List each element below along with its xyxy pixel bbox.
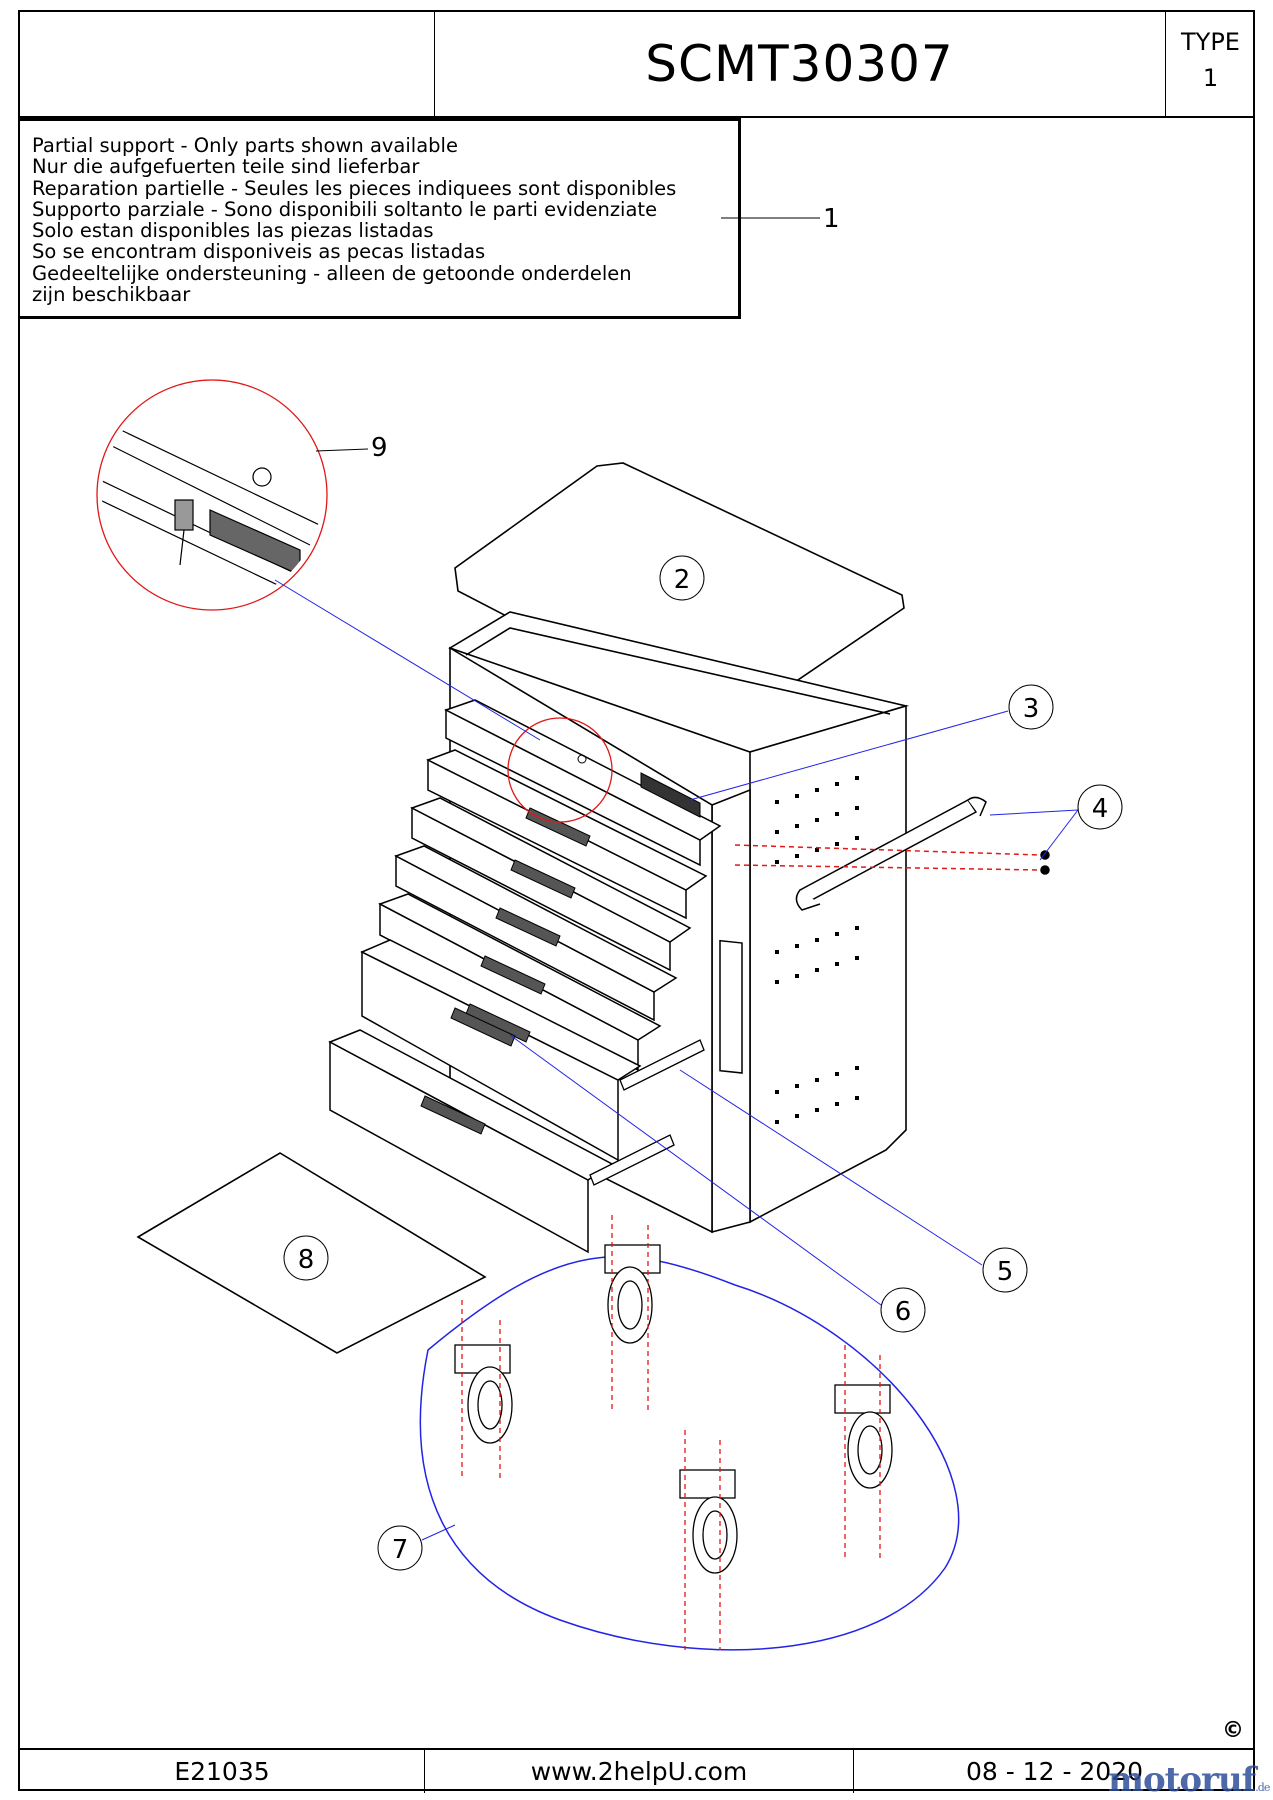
callout-4-label: 4: [1092, 794, 1109, 824]
callout-7-label: 7: [392, 1535, 409, 1565]
drawer-stack: [328, 699, 722, 1254]
side-panel-perforations: [775, 776, 859, 1124]
model-title: SCMT30307: [434, 12, 1166, 116]
partial-support-notice: Partial support - Only parts shown avail…: [20, 118, 741, 319]
type-cell: TYPE 1: [1166, 12, 1255, 116]
notice-line: Gedeeltelijke ondersteuning - alleen de …: [32, 261, 632, 285]
copyright-icon: ©: [1222, 1718, 1244, 1743]
part-3-logo-badge: [640, 772, 743, 1074]
callout-9-label: 9: [371, 433, 388, 463]
leader-lines: [274, 217, 1079, 1541]
drawer-1: [444, 699, 722, 867]
footer-date: 08 - 12 - 2020: [965, 1757, 1144, 1786]
callout-5: 5: [982, 1247, 1028, 1293]
footer-website-link[interactable]: www.2helpU.com: [425, 1750, 854, 1793]
part-4-side-handle: [734, 796, 1050, 911]
notice-line: zijn beschikbaar: [32, 283, 191, 307]
caster-4: [834, 1345, 893, 1560]
callout-5-label: 5: [997, 1257, 1014, 1287]
watermark-logo: motoruf.de: [1108, 1760, 1270, 1800]
callout-4: 4: [1077, 784, 1123, 830]
footer-bar: E21035 www.2helpU.com 08 - 12 - 2020: [20, 1748, 1253, 1793]
callout-8: 8: [283, 1235, 329, 1281]
drawer-5: [378, 893, 662, 1072]
callout-labels: 1 9 2 3 4 5 6 7 8: [283, 204, 1123, 1571]
caster-1: [454, 1300, 513, 1480]
caster-3: [679, 1430, 738, 1650]
drawer-3: [410, 797, 692, 972]
callout-3-label: 3: [1023, 694, 1040, 724]
callout-6-label: 6: [895, 1297, 912, 1327]
callout-8-label: 8: [298, 1245, 315, 1275]
part-9-lock-detail: [96, 379, 613, 823]
header-divider: [20, 116, 1253, 118]
drawer-2: [426, 749, 708, 920]
notice-line: Solo estan disponibles las piezas listad…: [32, 219, 434, 243]
drawing-frame: SCMT30307 TYPE 1 Partial support - Only …: [18, 10, 1255, 1793]
callout-1-label: 1: [823, 204, 840, 234]
part-5-drawer-slide: [589, 1039, 705, 1186]
type-label: TYPE: [1181, 28, 1240, 56]
callout-9: 9: [371, 433, 388, 463]
notice-line: Supporto parziale - Sono disponibili sol…: [32, 197, 658, 221]
callout-7: 7: [377, 1525, 423, 1571]
callout-1: 1: [823, 204, 840, 234]
callout-2-label: 2: [674, 565, 691, 595]
footer-code: E21035: [20, 1750, 425, 1793]
header-blank-cell: [20, 12, 435, 116]
caster-2: [604, 1215, 661, 1410]
drawer-4: [394, 845, 678, 1022]
notice-line: So se encontram disponiveis as pecas lis…: [32, 240, 486, 264]
callout-2: 2: [659, 555, 705, 601]
type-value: 1: [1202, 64, 1219, 92]
notice-line: Nur die aufgefuerten teile sind lieferba…: [32, 155, 420, 179]
callout-3: 3: [1008, 684, 1054, 730]
notice-line: Reparation partielle - Seules les pieces…: [32, 176, 677, 200]
drawer-6: [360, 939, 642, 1162]
drawer-handles: [420, 807, 591, 1135]
notice-line: Partial support - Only parts shown avail…: [32, 134, 458, 157]
part-7-casters: [419, 1215, 960, 1651]
callout-6: 6: [880, 1287, 926, 1333]
